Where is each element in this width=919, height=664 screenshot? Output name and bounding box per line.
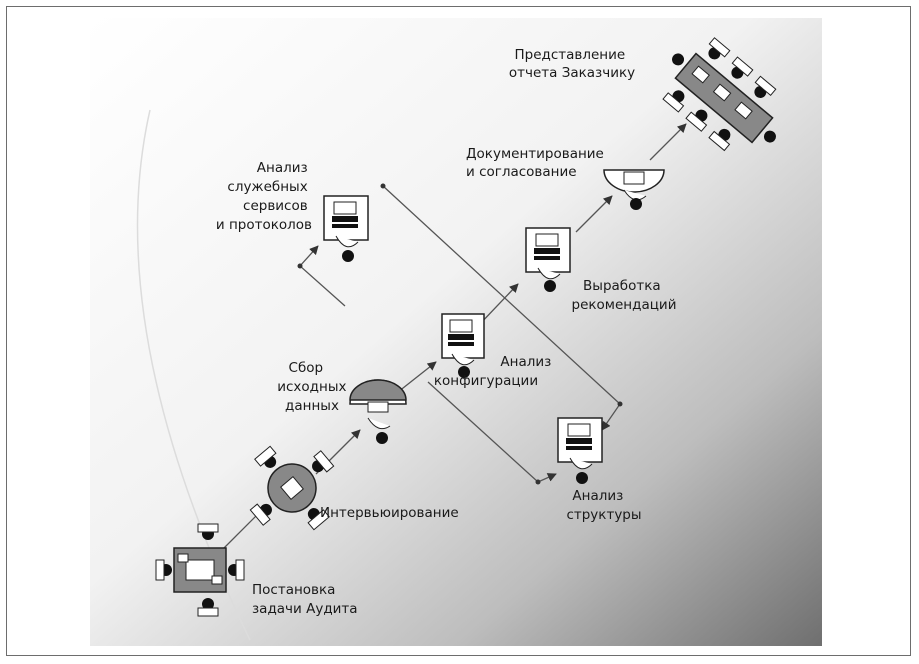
arrow-dokument-predstavlenie — [649, 123, 687, 161]
label-analiz-servisov: Анализ служебных сервисов и протоколов — [216, 160, 312, 233]
label-line: сервисов — [243, 198, 308, 214]
label-line: Представление — [514, 47, 625, 63]
label-vyrabotka: Выработка рекомендаций — [572, 278, 677, 313]
label-line: Документирование — [466, 146, 604, 162]
label-intervyuirovanie: Интервьюирование — [320, 505, 459, 521]
label-line: Анализ — [257, 160, 308, 176]
workstation-icon-konfig — [441, 313, 485, 378]
label-analiz-struktury: Анализ структуры — [566, 488, 641, 523]
workstation-icon-vyrabotka — [525, 227, 571, 292]
connector-dots — [297, 183, 623, 485]
label-predstavlenie: Представление отчета Заказчику — [509, 47, 635, 81]
arrow-vyrabotka-dokument — [575, 195, 613, 233]
label-line: и согласование — [466, 164, 577, 180]
label-postanovka: Постановка задачи Аудита — [252, 582, 358, 617]
conference-table-icon-predstavlenie — [662, 37, 777, 152]
label-line: Сбор — [289, 360, 324, 376]
label-line: задачи Аудита — [252, 601, 358, 617]
label-line: Анализ — [572, 488, 623, 504]
label-line: служебных — [227, 179, 307, 195]
label-dokumentirovanie: Документирование и согласование — [466, 146, 608, 180]
label-line: Анализ — [500, 354, 551, 370]
arrow-sbor-konfig — [397, 361, 437, 393]
label-line: Интервьюирование — [320, 505, 459, 521]
label-line: рекомендаций — [572, 297, 677, 313]
label-line: и протоколов — [216, 217, 312, 233]
desk-icon-sbor — [349, 379, 407, 444]
label-line: данных — [285, 398, 339, 414]
workstation-icon-servisy — [323, 195, 369, 262]
label-line: структуры — [566, 507, 641, 523]
label-line: исходных — [277, 379, 346, 395]
label-line: Выработка — [583, 278, 661, 294]
meeting-table-icon-postanovka — [155, 523, 245, 617]
label-sbor: Сбор исходных данных — [277, 360, 351, 414]
round-table-icon-intervyu — [249, 445, 335, 531]
label-line: конфигурации — [434, 373, 538, 389]
label-line: отчета Заказчику — [509, 65, 635, 81]
workstation-icon-struktura — [557, 417, 603, 484]
label-line: Постановка — [252, 582, 335, 598]
label-analiz-konfiguracii: Анализ конфигурации — [434, 354, 556, 389]
desk-icon-dokument — [603, 169, 665, 210]
